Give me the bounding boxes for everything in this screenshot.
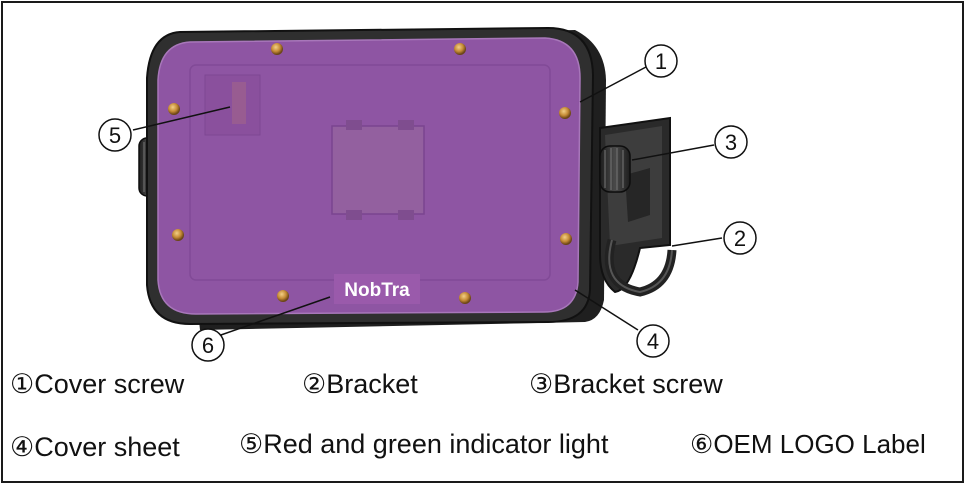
- legend-text: Bracket screw: [553, 369, 723, 399]
- svg-text:3: 3: [725, 130, 737, 155]
- bracket-screw: [599, 145, 631, 193]
- legend-bracket: ②Bracket: [302, 371, 418, 398]
- legend-text: Bracket: [326, 369, 418, 399]
- legend-text: Cover sheet: [34, 432, 180, 462]
- legend-marker: ⑥: [690, 429, 714, 459]
- svg-text:4: 4: [647, 329, 659, 354]
- legend-cover-sheet: ④Cover sheet: [10, 434, 180, 461]
- legend-indicator-light: ⑤Red and green indicator light: [239, 431, 608, 458]
- svg-text:2: 2: [734, 226, 746, 251]
- legend-oem-logo-label: ⑥OEM LOGO Label: [690, 431, 926, 457]
- leader-lines: [132, 66, 723, 337]
- legend-marker: ⑤: [239, 429, 264, 459]
- legend-marker: ③: [529, 369, 554, 399]
- cover-screw: [560, 233, 572, 245]
- callout-4: 4: [636, 324, 670, 358]
- svg-text:1: 1: [655, 49, 667, 74]
- cover-screw: [459, 292, 471, 304]
- bracket: [599, 116, 677, 297]
- svg-text:6: 6: [202, 333, 214, 358]
- cover-screw: [277, 290, 289, 302]
- cover-screw: [168, 103, 180, 115]
- cover-screw: [271, 43, 283, 55]
- cover-screws: [168, 43, 572, 304]
- cover-screw: [559, 107, 571, 119]
- legend-cover-screw: ①Cover screw: [10, 371, 184, 398]
- center-plate: [331, 120, 425, 220]
- callout-1: 1: [644, 44, 678, 78]
- indicator-light: [232, 82, 246, 124]
- oem-logo-label: [334, 274, 420, 304]
- legend-marker: ④: [10, 432, 35, 462]
- cover-screw: [172, 229, 184, 241]
- callout-6: 6: [191, 328, 225, 362]
- oem-logo-text: NobTra: [344, 280, 410, 301]
- cover-screw: [454, 43, 466, 55]
- callout-3: 3: [714, 125, 748, 159]
- callout-5: 5: [98, 118, 132, 152]
- legend-text: Red and green indicator light: [263, 429, 609, 459]
- legend-text: Cover screw: [34, 369, 185, 399]
- callout-2: 2: [723, 221, 757, 255]
- svg-text:5: 5: [109, 123, 121, 148]
- legend-marker: ①: [10, 369, 35, 399]
- legend-bracket-screw: ③Bracket screw: [529, 371, 723, 398]
- legend-marker: ②: [302, 369, 327, 399]
- legend-text: OEM LOGO Label: [713, 429, 926, 459]
